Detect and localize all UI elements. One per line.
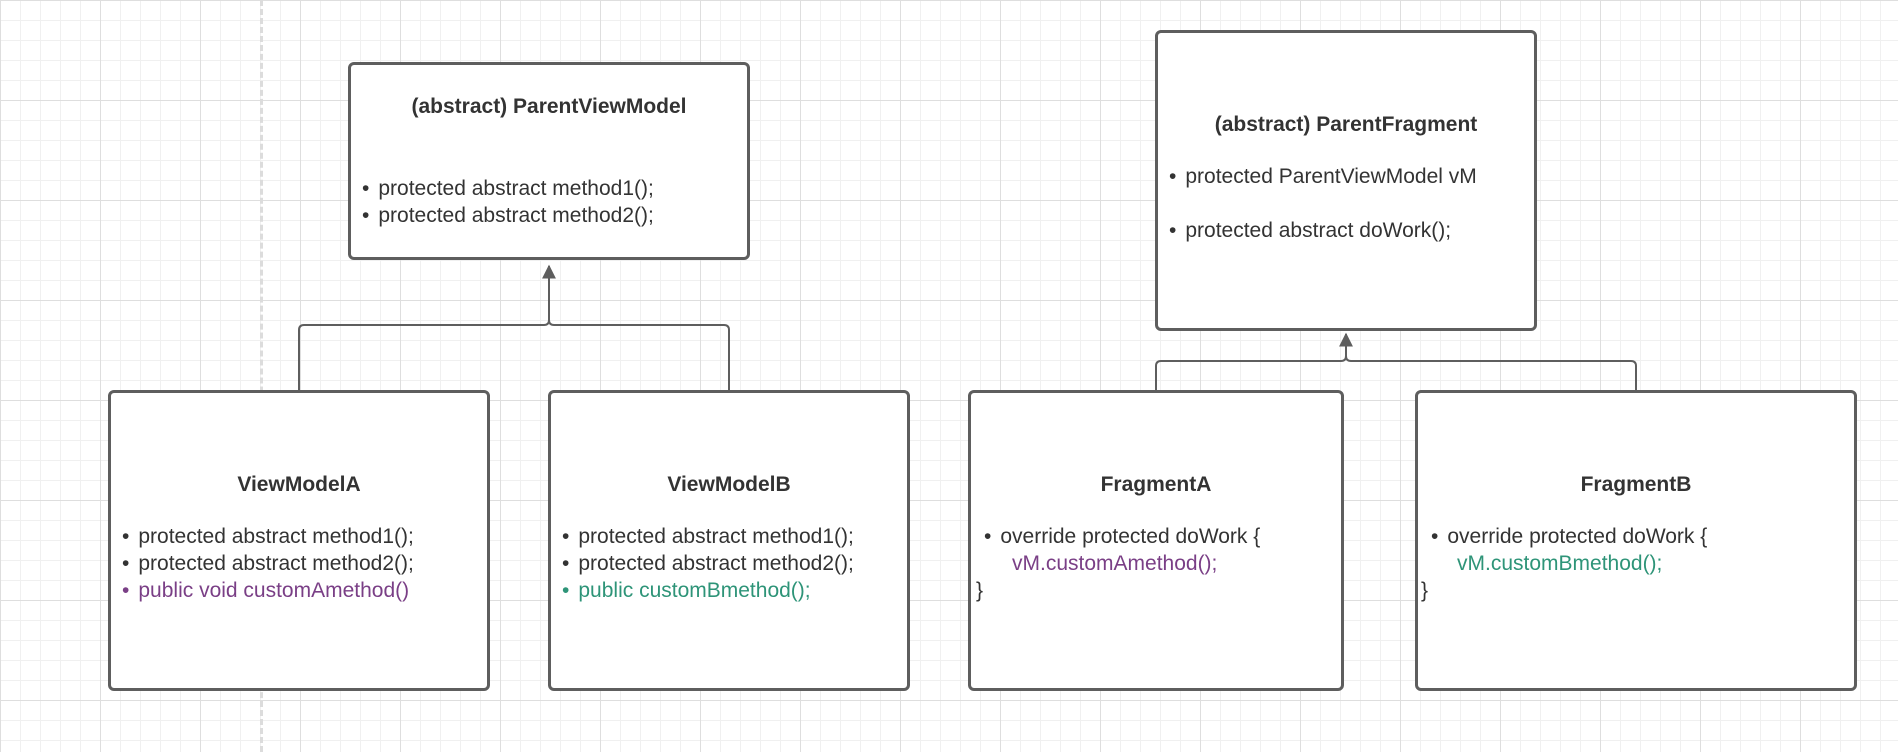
parent-fragment-box[interactable]: (abstract) ParentFragment protected Pare… <box>1155 30 1537 331</box>
fragment-a-code: override protected doWork { vM.customAme… <box>976 523 1260 604</box>
call-line: vM.customBmethod(); <box>1457 552 1663 575</box>
member-item: protected abstract method2(); <box>562 550 853 577</box>
fragment-a-title: FragmentA <box>1100 473 1212 496</box>
view-model-b-title: ViewModelB <box>667 473 791 496</box>
fragment-a-box[interactable]: FragmentA override protected doWork { vM… <box>968 390 1344 691</box>
fragment-b-code: override protected doWork { vM.customBme… <box>1421 523 1707 604</box>
override-line: override protected doWork { <box>1421 523 1707 550</box>
view-model-a-box[interactable]: ViewModelA protected abstract method1();… <box>108 390 490 691</box>
connector-viewmodela-to-parentviewmodel <box>298 264 556 390</box>
fragment-b-title: FragmentB <box>1580 473 1692 496</box>
dashed-guide-line <box>260 0 263 752</box>
override-line: override protected doWork { <box>976 523 1260 550</box>
member-item: protected ParentViewModel vM <box>1169 163 1476 190</box>
fragment-b-box[interactable]: FragmentB override protected doWork { vM… <box>1415 390 1857 691</box>
member-item: protected abstract method2(); <box>362 202 653 229</box>
call-line: vM.customAmethod(); <box>1012 552 1218 575</box>
member-item: protected abstract doWork(); <box>1169 217 1477 244</box>
connector-fragmentb-to-parentfragment <box>1345 355 1637 390</box>
parent-fragment-members: protected ParentViewModel vM protected a… <box>1169 163 1477 244</box>
member-item: protected abstract method1(); <box>122 523 413 550</box>
custom-member-item: public customBmethod(); <box>562 577 854 604</box>
member-item: protected abstract method1(); <box>562 523 853 550</box>
view-model-a-members: protected abstract method1(); protected … <box>122 523 414 604</box>
view-model-b-members: protected abstract method1(); protected … <box>562 523 854 604</box>
parent-view-model-title: (abstract) ParentViewModel <box>411 95 687 118</box>
close-brace: } <box>976 579 984 602</box>
custom-member-item: public void customAmethod() <box>122 577 414 604</box>
view-model-a-title: ViewModelA <box>237 473 361 496</box>
connector-viewmodelb-to-parentviewmodel <box>548 319 730 390</box>
parent-fragment-title: (abstract) ParentFragment <box>1214 113 1478 136</box>
close-brace: } <box>1421 579 1429 602</box>
connector-fragmenta-to-parentfragment <box>1155 332 1353 390</box>
member-item: protected abstract method1(); <box>362 175 653 202</box>
view-model-b-box[interactable]: ViewModelB protected abstract method1();… <box>548 390 910 691</box>
parent-view-model-members: protected abstract method1(); protected … <box>362 175 653 229</box>
member-item: protected abstract method2(); <box>122 550 413 577</box>
parent-view-model-box[interactable]: (abstract) ParentViewModel protected abs… <box>348 62 750 260</box>
